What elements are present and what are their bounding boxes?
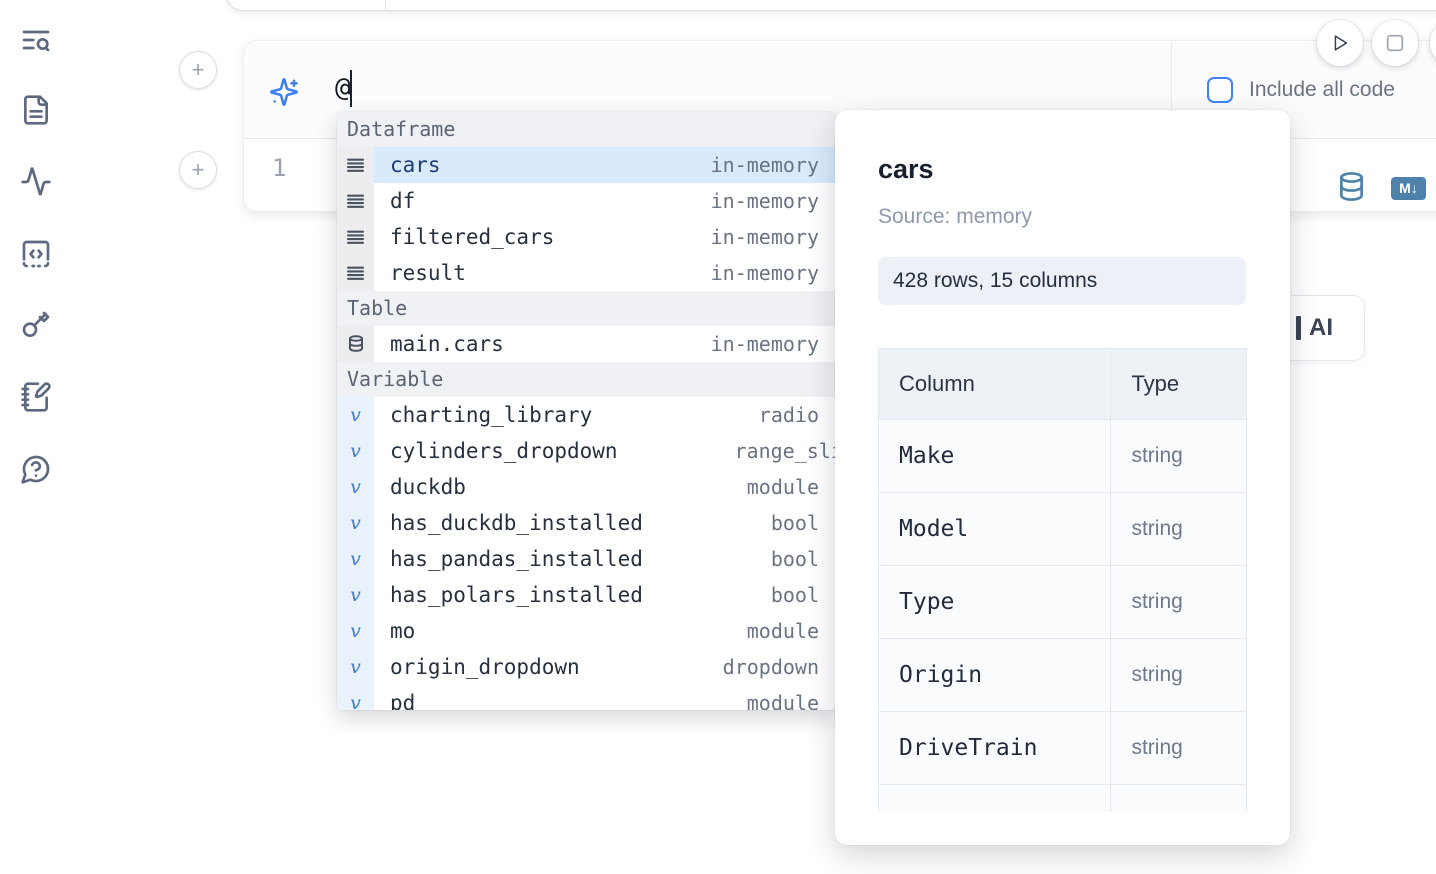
table-row: Type string bbox=[878, 565, 1247, 639]
sparkles-icon bbox=[269, 77, 299, 107]
run-cell-button[interactable] bbox=[1317, 20, 1363, 66]
add-cell-below-button[interactable]: + bbox=[179, 151, 217, 189]
variable-icon: v bbox=[337, 577, 374, 613]
variable-icon: v bbox=[337, 433, 374, 469]
previous-cell-divider bbox=[385, 0, 386, 10]
variable-icon: v bbox=[337, 685, 374, 710]
datasource-icon[interactable] bbox=[1338, 171, 1365, 202]
column-header: Column bbox=[878, 348, 1112, 420]
type-header: Type bbox=[1110, 348, 1247, 420]
stop-cell-button[interactable] bbox=[1372, 20, 1418, 66]
markdown-icon[interactable]: M↓ bbox=[1391, 177, 1426, 200]
table-row: Origin string bbox=[878, 638, 1247, 712]
line-number: 1 bbox=[272, 154, 287, 182]
file-text-icon[interactable] bbox=[20, 94, 52, 126]
dataframe-preview-panel: cars Source: memory 428 rows, 15 columns… bbox=[835, 110, 1290, 845]
help-chat-icon[interactable] bbox=[20, 453, 52, 485]
snippets-code-icon[interactable] bbox=[20, 238, 52, 270]
section-header-dataframe: Dataframe bbox=[337, 112, 835, 147]
notebook-pen-icon[interactable] bbox=[20, 381, 52, 413]
table-database-icon bbox=[337, 326, 374, 362]
table-row: DriveTrain string bbox=[878, 711, 1247, 785]
table-row-clipped bbox=[878, 784, 1247, 812]
variable-icon: v bbox=[337, 541, 374, 577]
preview-source: Source: memory bbox=[878, 205, 1033, 228]
add-cell-above-button[interactable]: + bbox=[179, 51, 217, 89]
variable-icon: v bbox=[337, 505, 374, 541]
table-row: Model string bbox=[878, 492, 1247, 566]
variable-icon: v bbox=[337, 397, 374, 433]
input-divider bbox=[1171, 42, 1172, 137]
activity-icon[interactable] bbox=[20, 166, 52, 198]
variable-icon: v bbox=[337, 649, 374, 685]
text-cursor bbox=[350, 70, 352, 107]
clipped-letter bbox=[1296, 316, 1301, 340]
previous-cell-bottom-edge bbox=[228, 0, 1436, 10]
dataframe-icon bbox=[337, 255, 374, 291]
dataframe-icon bbox=[337, 183, 374, 219]
include-all-code-label: Include all code bbox=[1249, 78, 1395, 101]
prompt-text: @ bbox=[335, 73, 351, 103]
variable-icon: v bbox=[337, 469, 374, 505]
dataframe-icon bbox=[337, 147, 374, 183]
extra-cell-button[interactable] bbox=[1430, 20, 1436, 66]
preview-shape-badge: 428 rows, 15 columns bbox=[878, 257, 1246, 305]
preview-title: cars bbox=[878, 154, 934, 184]
schema-table: Column Type Make string Model string Typ… bbox=[878, 348, 1247, 812]
schema-header-row: Column Type bbox=[878, 348, 1247, 420]
table-row: Make string bbox=[878, 419, 1247, 493]
section-header-variable: Variable bbox=[337, 362, 835, 397]
list-search-icon[interactable] bbox=[20, 24, 52, 56]
variable-icon: v bbox=[337, 613, 374, 649]
section-header-table: Table bbox=[337, 291, 835, 326]
dataframe-icon bbox=[337, 219, 374, 255]
key-icon[interactable] bbox=[20, 309, 52, 341]
include-all-code-checkbox[interactable] bbox=[1207, 77, 1233, 103]
